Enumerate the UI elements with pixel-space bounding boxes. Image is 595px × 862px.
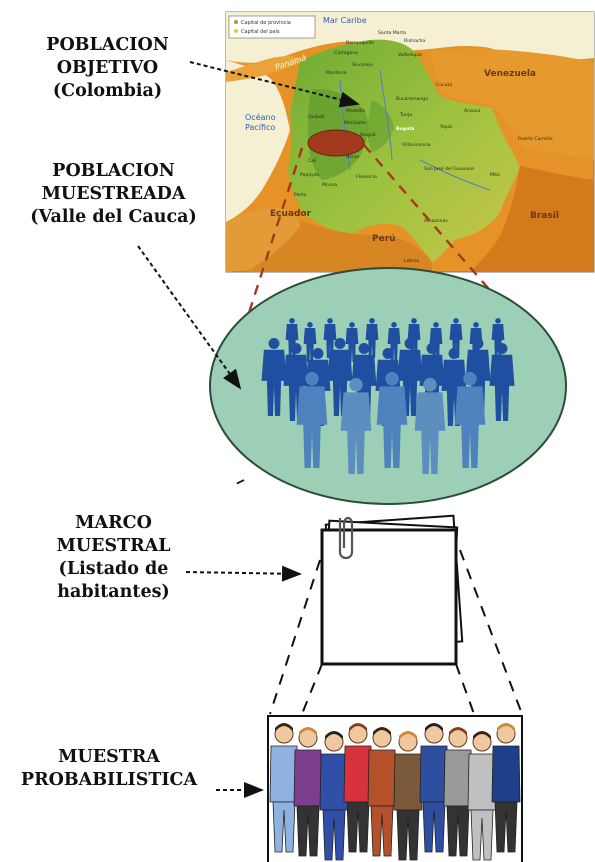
business-people-icon (269, 723, 521, 861)
sample-person (491, 723, 521, 853)
svg-text:Florencia: Florencia (356, 174, 377, 180)
label-mar-caribe: Mar Caribe (323, 16, 367, 25)
crowd-person (296, 372, 328, 468)
label-ecuador: Ecuador (270, 209, 312, 219)
svg-text:Popayán: Popayán (300, 171, 320, 178)
legend-pais: Capital del país (241, 28, 280, 35)
sample-person (393, 731, 423, 861)
svg-text:Medellín: Medellín (346, 107, 365, 114)
svg-text:Villavicencio: Villavicencio (402, 142, 431, 148)
crowd-person (340, 378, 372, 474)
paperclip-icon (338, 516, 354, 560)
valle-del-cauca-highlight (307, 129, 365, 157)
svg-text:Manizales: Manizales (344, 120, 367, 126)
svg-text:Valledupar: Valledupar (398, 52, 423, 58)
legend-provincia: Capital de provincia (241, 20, 291, 26)
arrow-muestreada (137, 245, 242, 390)
label-peru: Perú (372, 234, 396, 244)
svg-text:Neiva: Neiva (346, 154, 359, 160)
arrow-marco (185, 565, 302, 582)
sample-person (319, 731, 349, 861)
svg-text:Cartagena: Cartagena (334, 50, 358, 56)
svg-text:Sincelejo: Sincelejo (352, 62, 373, 68)
svg-text:Ibagué: Ibagué (360, 131, 376, 138)
svg-text:Yopal: Yopal (439, 124, 452, 130)
sample-person (343, 723, 373, 853)
label-poblacion-objetivo: POBLACION OBJETIVO (Colombia) (46, 35, 169, 101)
probabilistic-sample (267, 715, 523, 862)
svg-text:Leticia: Leticia (404, 258, 419, 264)
label-venezuela: Venezuela (484, 69, 536, 79)
colombia-map: Capital de provincia Capital del país Ma… (225, 11, 595, 273)
svg-text:Riohacha: Riohacha (404, 38, 425, 44)
people-crowd-icon (261, 318, 515, 474)
svg-text:Santa Marta: Santa Marta (378, 30, 406, 36)
svg-text:Barranquilla: Barranquilla (346, 40, 374, 46)
svg-text:Puerto Carreño: Puerto Carreño (518, 136, 553, 142)
crowd-person (376, 372, 408, 468)
svg-text:Montería: Montería (326, 69, 346, 76)
crowd-person (454, 372, 486, 468)
population-to-frame-connectors (231, 479, 245, 487)
label-oceano: Océano (245, 112, 276, 122)
sample-person (367, 727, 397, 857)
sample-person (419, 723, 449, 853)
svg-text:Amazonas: Amazonas (424, 218, 448, 224)
svg-text:Cali: Cali (308, 158, 317, 164)
svg-text:Bogotá: Bogotá (396, 125, 414, 132)
svg-text:Tunja: Tunja (399, 112, 412, 118)
svg-text:Bucaramanga: Bucaramanga (396, 96, 428, 102)
svg-text:San José del Guaviare: San José del Guaviare (424, 165, 474, 172)
population-ellipse (209, 267, 567, 505)
svg-text:Mocoa: Mocoa (322, 182, 337, 188)
frame-to-sample-connectors (269, 549, 523, 715)
sample-person (443, 727, 473, 857)
svg-text:Quibdó: Quibdó (308, 113, 325, 120)
label-arrows (137, 61, 360, 798)
label-muestra-probabilistica: MUESTRA PROBABILISTICA (20, 747, 198, 790)
label-pacifico: Pacífico (245, 123, 275, 132)
crowd-person (261, 338, 287, 416)
label-marco-muestral: MARCO MUESTRAL (Listado de habitantes) (56, 513, 171, 602)
svg-text:Mitú: Mitú (490, 171, 500, 178)
sample-person (467, 731, 497, 861)
sample-person (269, 723, 299, 853)
document-stack-icon (320, 514, 464, 666)
map-legend (228, 15, 316, 39)
crowd-person (489, 343, 515, 421)
crowd-person (323, 318, 337, 358)
crowd-person (414, 378, 446, 474)
svg-text:Cúcuta: Cúcuta (436, 81, 452, 88)
label-poblacion-muestreada: POBLACION MUESTREADA (Valle del Cauca) (30, 161, 197, 227)
svg-text:Arauca: Arauca (464, 108, 480, 114)
arrow-objetivo (189, 61, 360, 108)
label-brasil: Brasil (530, 211, 559, 221)
svg-text:Pasto: Pasto (294, 192, 307, 198)
